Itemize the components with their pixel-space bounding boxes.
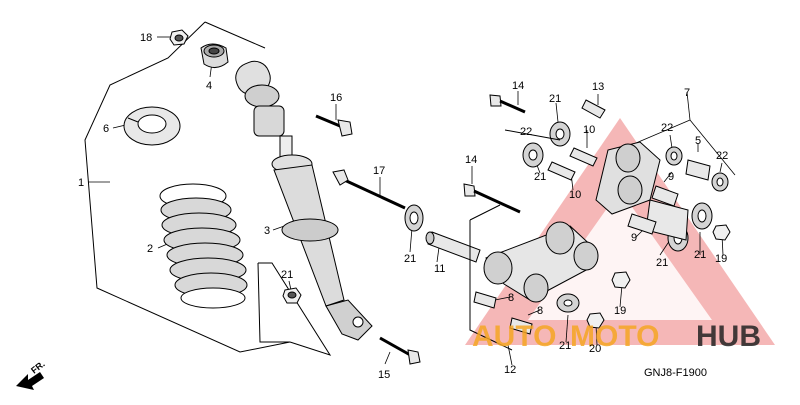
callout-16: 16 [330, 92, 342, 104]
front-arrow-icon [16, 372, 44, 390]
nut-19-mid [611, 271, 631, 289]
callout-21a: 21 [404, 253, 416, 265]
collar-8-upper [473, 291, 497, 309]
callout-21d: 21 [656, 257, 668, 269]
callout-14a: 14 [512, 80, 524, 92]
callout-22a: 22 [661, 122, 673, 134]
callout-10b: 10 [569, 189, 581, 201]
collar-8-lower [509, 317, 533, 335]
callout-19c: 20 [589, 343, 601, 355]
callout-21c: 21 [534, 171, 546, 183]
callout-11: 11 [434, 263, 445, 275]
seal-21-top [549, 121, 571, 147]
callout-18: 18 [140, 32, 152, 44]
watermark-auto: AUTO [472, 320, 556, 353]
callout-13: 13 [592, 81, 604, 93]
callout-3: 3 [264, 225, 270, 237]
leader-lines [88, 36, 736, 366]
watermark-triangle-inner [528, 190, 712, 320]
callout-9a: 9 [668, 171, 674, 183]
nut-18 [169, 29, 189, 46]
callout-20: 21 [281, 269, 293, 281]
collar-9-lower [627, 213, 657, 235]
callout-21e: 21 [694, 249, 706, 261]
collar-11 [425, 231, 481, 263]
callout-4: 4 [206, 80, 212, 92]
callout-2: 2 [147, 243, 153, 255]
bushing-4 [200, 43, 229, 68]
callout-12: 12 [504, 364, 516, 376]
callout-1: 1 [78, 177, 84, 189]
callout-15: 15 [378, 369, 390, 381]
collar-10-lower [547, 161, 576, 181]
seal-22-left [665, 146, 683, 166]
callout-labels: 1 2 3 4 5 6 7 8 8 9 9 10 10 11 12 13 14 … [78, 32, 728, 381]
bolt-16 [315, 114, 353, 137]
collar-5 [685, 159, 711, 181]
link-12 [483, 221, 599, 303]
seal-22-right [711, 172, 729, 192]
collar-9-upper [651, 185, 679, 207]
callout-8b: 8 [537, 305, 543, 317]
shock-arm-7 [595, 141, 689, 241]
callout-5: 5 [695, 135, 701, 147]
collar-13 [581, 99, 606, 119]
callout-7: 7 [684, 87, 690, 99]
callout-19a: 19 [715, 253, 727, 265]
seal-21-mid [522, 142, 544, 168]
watermark-hub: HUB [696, 320, 761, 353]
front-mark: FR. [29, 359, 47, 376]
callout-21b: 21 [549, 93, 561, 105]
callout-17: 17 [373, 165, 385, 177]
callout-19b: 19 [614, 305, 626, 317]
callout-8a: 8 [508, 292, 514, 304]
bolt-15 [379, 336, 421, 365]
seal-21-left [404, 204, 424, 232]
bolt-14-upper [489, 94, 526, 114]
nut-19-low [586, 312, 605, 329]
callout-14b: 14 [465, 154, 477, 166]
callout-21g: 22 [520, 126, 532, 138]
shock-group-outline [84, 21, 332, 356]
callout-22b: 22 [716, 150, 728, 162]
watermark-moto: MOTO [570, 320, 659, 353]
bolt-14-lower [463, 183, 521, 214]
callout-21f: 21 [559, 340, 571, 352]
nut-19-right [712, 224, 731, 241]
callout-9b: 9 [631, 232, 637, 244]
front-arrow: FR. [16, 359, 47, 390]
watermark-text: AUTO MOTO HUB [472, 320, 761, 353]
spring-stopper-6 [123, 106, 181, 146]
nut-20 [282, 287, 302, 304]
collar-10-upper [569, 147, 598, 167]
spring-2 [159, 183, 248, 309]
link-group-outline [469, 129, 561, 351]
bolt-17 [332, 169, 406, 210]
diagram-code: GNJ8-F1900 [644, 367, 707, 379]
callout-6: 6 [103, 123, 109, 135]
callout-10a: 10 [583, 124, 595, 136]
shock-absorber-3 [235, 60, 373, 341]
